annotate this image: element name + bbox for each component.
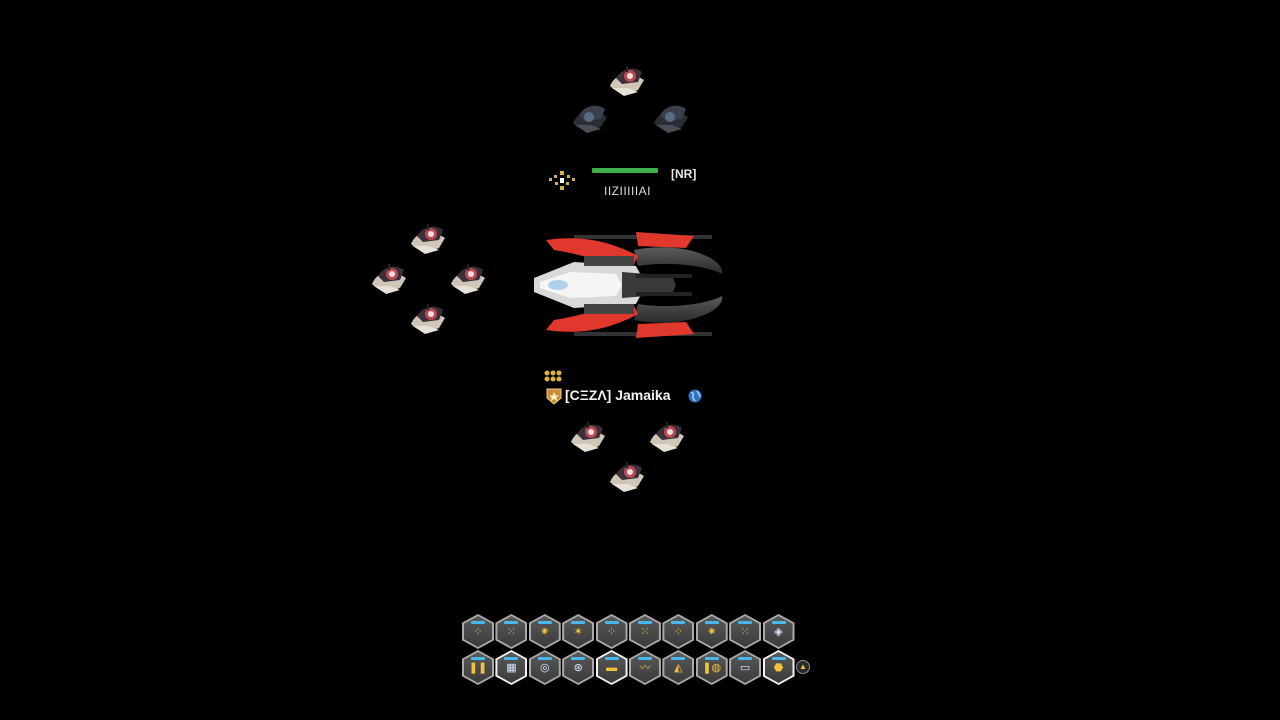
faction-globe-icon	[688, 389, 702, 403]
slot-amount-bar	[604, 657, 619, 660]
hotbar-expand-button[interactable]: ▲	[796, 660, 810, 674]
slot-amount-bar	[771, 621, 786, 624]
laser-ammo-icon: ⁘	[673, 626, 683, 638]
hotbar-ammo-slot-1[interactable]: ⁘	[462, 614, 494, 649]
slot-amount-bar	[704, 657, 719, 660]
hotbar-ammo-slot-7[interactable]: ⁘	[662, 614, 695, 649]
emp-icon: 〰	[639, 662, 651, 674]
player-drone	[644, 416, 692, 456]
hotbar-ammo-slot-10[interactable]: ◈	[762, 614, 795, 649]
hotbar-item-slot-5[interactable]: ▬	[595, 650, 628, 685]
laser-ammo-icon: ⁙	[506, 626, 516, 638]
rocket-ammo-icon: ◈	[774, 626, 783, 638]
slot-amount-bar	[671, 657, 686, 660]
cpu-icon: ⊛	[573, 662, 583, 674]
rocket-launcher-icon: ▦	[506, 662, 517, 674]
hotbar-item-slot-4[interactable]: ⊛	[562, 650, 595, 685]
hotbar-item-slot-6[interactable]: 〰	[628, 650, 661, 685]
shield-icon: ◎	[539, 662, 550, 674]
hotbar-ammo-slot-2[interactable]: ⁙	[495, 614, 528, 649]
enemy-health-bar	[592, 168, 658, 173]
enemy-clan-tag: [NR]	[671, 167, 697, 181]
player-rank-icon	[545, 387, 563, 405]
hotbar-item-slot-2[interactable]: ▦	[495, 650, 528, 685]
player-ship[interactable]	[526, 226, 730, 344]
player-drone	[405, 218, 453, 258]
slot-amount-bar	[471, 657, 485, 660]
slot-amount-bar	[471, 621, 485, 624]
enemy-drone	[567, 97, 615, 137]
slot-amount-bar	[671, 621, 686, 624]
enemy-drone	[648, 97, 696, 137]
player-drone	[604, 456, 652, 496]
slot-amount-bar	[604, 621, 619, 624]
laser-ammo-icon: ⁘	[606, 626, 617, 638]
hotbar-ammo-slot-3[interactable]: ✷	[528, 614, 561, 649]
hotbar-ammo-slot-5[interactable]: ⁘	[595, 614, 628, 649]
slot-amount-bar	[571, 621, 586, 624]
slot-amount-bar	[571, 657, 586, 660]
laser-ammo-icon: ⁙	[740, 626, 750, 638]
slot-amount-bar	[537, 621, 552, 624]
slot-amount-bar	[738, 621, 753, 624]
hotbar-item-slot-7[interactable]: ◭	[662, 650, 695, 685]
mine-icon: ▬	[606, 662, 618, 674]
hotbar-item-slot-9[interactable]: ▭	[729, 650, 762, 685]
hotbar-item-slot-8[interactable]: ❚◍	[695, 650, 728, 685]
slot-amount-bar	[771, 657, 786, 660]
hotbar-ammo-slot-6[interactable]: ⁙	[628, 614, 661, 649]
player-drone	[565, 416, 613, 456]
enemy-rank-icon	[546, 170, 578, 194]
slot-amount-bar	[504, 621, 519, 624]
smartbomb-icon: ◭	[674, 662, 683, 674]
hotbar-item-slot-10[interactable]: ⬣	[762, 650, 795, 685]
extra-ammo-icon: ❚❚	[468, 662, 488, 674]
hotbar-ammo-slot-9[interactable]: ⁙	[729, 614, 762, 649]
laser-ammo-icon: ✷	[707, 626, 717, 638]
slot-amount-bar	[738, 657, 753, 660]
enemy-name[interactable]: IIZIIIIIAI	[604, 184, 652, 198]
rocket-pack-icon: ▭	[739, 662, 751, 674]
player-drone	[405, 298, 453, 338]
slot-amount-bar	[704, 621, 719, 624]
laser-ammo-icon: ✷	[540, 626, 550, 638]
laser-ammo-icon: ⁙	[640, 626, 650, 638]
ammo-pack-icon: ❚◍	[702, 662, 722, 674]
hotbar-ammo-row: ⁘ ⁙ ✷ ✶ ⁘ ⁙ ⁘ ✷ ⁙ ◈	[462, 614, 795, 649]
player-name: [CΞZΛ] Jamaika	[565, 387, 671, 403]
player-drone	[445, 258, 493, 298]
player-title-icon	[544, 369, 562, 382]
drone-formation-icon: ⬣	[773, 662, 784, 674]
hotbar-item-slot-3[interactable]: ◎	[528, 650, 561, 685]
slot-amount-bar	[504, 657, 519, 660]
laser-ammo-icon: ⁘	[473, 626, 483, 638]
player-drone	[366, 258, 414, 298]
slot-amount-bar	[637, 621, 652, 624]
slot-amount-bar	[537, 657, 552, 660]
hotbar-item-slot-1[interactable]: ❚❚	[462, 650, 494, 685]
enemy-drone	[604, 60, 652, 100]
hotbar-ammo-slot-4[interactable]: ✶	[562, 614, 595, 649]
hotbar-ammo-slot-8[interactable]: ✷	[695, 614, 728, 649]
enemy-health-bar-fill	[592, 168, 658, 173]
laser-ammo-icon: ✶	[573, 626, 583, 638]
slot-amount-bar	[637, 657, 652, 660]
hotbar-items-row: ❚❚ ▦ ◎ ⊛ ▬ 〰 ◭ ❚◍ ▭ ⬣	[462, 650, 795, 685]
